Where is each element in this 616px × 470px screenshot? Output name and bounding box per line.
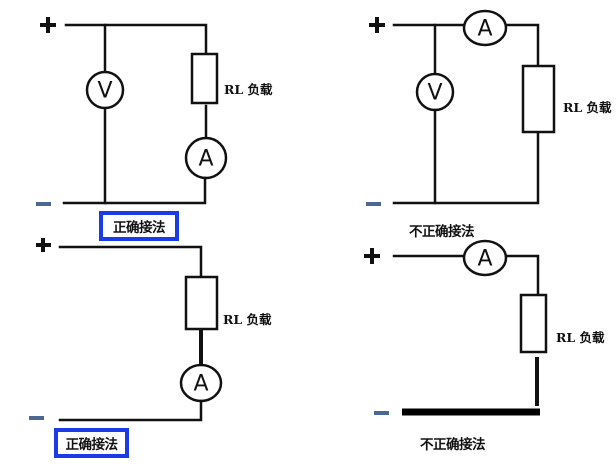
load-resistor-icon (184, 275, 219, 331)
diagram-bottom-left: A (29, 238, 223, 422)
svg-text:A: A (477, 17, 492, 42)
diagram-bottom-right: A (364, 239, 548, 416)
voltmeter-icon: V (85, 70, 125, 110)
load-resistor-icon (521, 64, 556, 134)
ammeter-icon: A (462, 9, 508, 47)
bottom-wire (392, 132, 540, 205)
top-wire (58, 245, 203, 279)
load-label: RL 负载 (224, 82, 273, 97)
load-label: RL 负载 (563, 100, 612, 115)
load-label: RL 负载 (556, 330, 605, 345)
ammeter-icon: A (184, 136, 228, 180)
caption-correct-highlighted: 正确接法 (99, 211, 179, 241)
load-resistor-icon (190, 52, 219, 105)
plus-terminal-icon (369, 17, 385, 33)
diagram-top-right: A V (366, 9, 556, 206)
load-resistor-icon (519, 293, 548, 354)
top-wire (64, 23, 208, 56)
svg-text:A: A (193, 372, 208, 397)
ammeter-icon: A (462, 239, 508, 277)
caption-incorrect: 不正确接法 (409, 224, 475, 240)
plus-terminal-icon (36, 238, 51, 252)
caption-correct-highlighted: 正确接法 (54, 428, 129, 458)
bottom-wire (58, 399, 203, 422)
ammeter-icon: A (179, 363, 223, 403)
svg-text:A: A (198, 147, 213, 172)
voltmeter-icon: V (415, 72, 455, 112)
svg-text:V: V (97, 79, 112, 104)
svg-text:V: V (427, 81, 442, 106)
top-wire-right (504, 254, 540, 297)
plus-terminal-icon (40, 17, 56, 33)
caption-incorrect: 不正确接法 (420, 437, 486, 453)
plus-terminal-icon (364, 248, 380, 264)
diagram-top-left: V A (36, 17, 228, 206)
bottom-wire (62, 176, 207, 205)
svg-text:A: A (477, 247, 492, 272)
load-label: RL 负载 (223, 312, 272, 327)
top-wire-right (504, 23, 540, 68)
